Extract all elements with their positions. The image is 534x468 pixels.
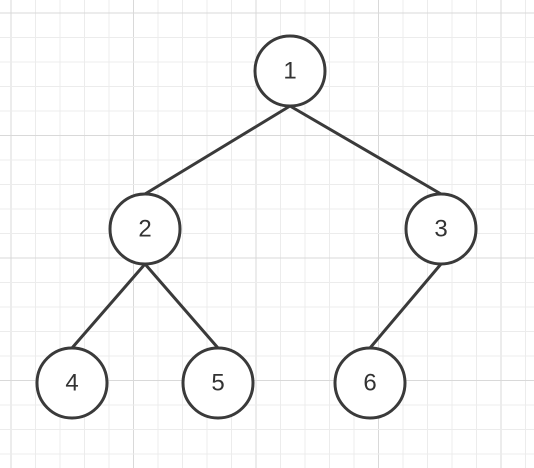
node-label: 4: [65, 369, 78, 396]
tree-node-2: 2: [108, 192, 182, 266]
node-label: 1: [283, 57, 296, 84]
node-label: 6: [363, 369, 376, 396]
node-circle: [181, 346, 255, 420]
tree-node-5: 5: [181, 346, 255, 420]
tree-node-4: 4: [35, 346, 109, 420]
tree-node-3: 3: [404, 192, 478, 266]
node-circle: [404, 192, 478, 266]
node-label: 3: [434, 215, 447, 242]
edge-n1-n3: [288, 104, 443, 196]
node-circle: [35, 346, 109, 420]
node-circle: [108, 192, 182, 266]
edge-n3-n6: [368, 262, 443, 350]
node-label: 5: [211, 369, 224, 396]
tree-node-1: 1: [253, 34, 327, 108]
node-circle: [253, 34, 327, 108]
node-circle: [333, 346, 407, 420]
tree-node-6: 6: [333, 346, 407, 420]
edge-n1-n2: [143, 104, 292, 196]
edge-n2-n4: [70, 262, 147, 350]
tree-nodes: 1 2 3 4 5 6: [35, 34, 478, 420]
edge-n2-n5: [143, 262, 220, 350]
tree-edges: [70, 104, 443, 350]
node-label: 2: [138, 215, 151, 242]
